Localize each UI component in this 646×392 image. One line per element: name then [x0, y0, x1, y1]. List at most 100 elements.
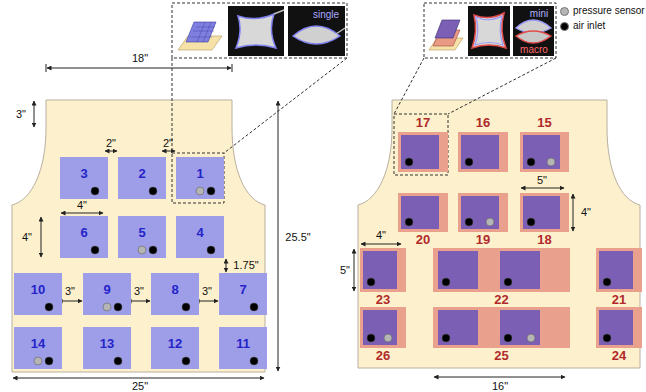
sensor-dot [250, 303, 258, 311]
sensor-dot [504, 278, 512, 286]
callout-number: 15 [520, 116, 569, 130]
sensor-dot [367, 334, 375, 342]
mini-bladder [438, 310, 478, 345]
callout-number: 26 [360, 349, 406, 363]
dimension-label: 18" [132, 52, 148, 64]
sensor-dot [504, 334, 512, 342]
callout-number: 23 [360, 293, 406, 307]
bladder-detail [458, 193, 504, 232]
sensor-dot [603, 334, 611, 342]
legend-swatch [560, 22, 569, 31]
dimension-label: 5" [340, 264, 350, 276]
callout-number: 8 [151, 283, 199, 297]
sensor-dot [207, 187, 215, 195]
macro-bladder: 15 [520, 132, 569, 172]
callout-number: 24 [596, 349, 642, 363]
single-bladder: 12 [151, 327, 199, 369]
callout-number: 7 [219, 283, 267, 297]
inset-single [172, 3, 347, 203]
callout-number: 22 [433, 293, 570, 307]
callout-number: 17 [398, 116, 448, 130]
mini-bladder [523, 196, 560, 229]
dimension-label: 4" [376, 229, 386, 241]
mini-bladder [500, 310, 540, 345]
sensor-dot [527, 218, 535, 226]
sensor-dot [405, 158, 413, 166]
bladder-detail [520, 132, 565, 172]
callout-number: 12 [151, 337, 199, 351]
dimension-label: 2" [106, 137, 116, 149]
dimension-label: 4" [22, 231, 32, 243]
single-bladder: 8 [151, 273, 199, 315]
macro-bladder: 19 [458, 193, 508, 232]
callout-number: 16 [458, 116, 508, 130]
dimension-label: 3" [16, 108, 26, 120]
mini-bladder [599, 251, 633, 289]
mini-bladder [461, 135, 499, 169]
sensor-dot [547, 158, 555, 166]
single-bladder: 7 [219, 273, 267, 315]
callout-number: 19 [458, 233, 508, 247]
macro-bladder: 26 [360, 307, 406, 348]
legend-text: air inlet [573, 20, 605, 32]
mini-bladder [500, 251, 540, 289]
dimension-label: 2" [163, 137, 173, 149]
macro-bladder: 18 [520, 193, 569, 232]
sensor-dot [603, 278, 611, 286]
callout-number: 10 [14, 283, 62, 297]
single-bladder: 6 [60, 216, 108, 258]
inset-label: mini [530, 8, 548, 20]
bladder-detail [398, 132, 444, 172]
sensor-dot [196, 187, 204, 195]
bladder-detail [398, 193, 444, 232]
mini-bladder [461, 196, 499, 229]
bladder-detail [360, 307, 402, 348]
callout-number: 6 [60, 226, 108, 240]
dimension-label: 3" [134, 285, 144, 297]
callout-number: 3 [60, 167, 108, 181]
bladder-detail [596, 307, 638, 348]
sensor-dot [384, 334, 392, 342]
callout-number: 13 [83, 337, 131, 351]
sensor-dot [250, 357, 258, 365]
dimension-label: 25.5" [285, 231, 310, 243]
macro-bladder: 22 [433, 248, 570, 292]
single-bladder: 2 [118, 157, 166, 199]
sensor-dot [103, 303, 111, 311]
dimension-label: 4" [77, 199, 87, 211]
sensor-dot [45, 303, 53, 311]
single-bladder: 11 [219, 327, 267, 369]
sensor-dot [442, 334, 450, 342]
bladder-detail [433, 307, 566, 348]
single-bladder: 1 [176, 157, 224, 199]
sensor-dot [465, 218, 473, 226]
callout-number: 25 [433, 349, 570, 363]
bladder-detail [596, 248, 638, 292]
mini-bladder [401, 135, 439, 169]
single-bladder: 9 [83, 273, 131, 315]
sensor-dot [149, 187, 157, 195]
macro-bladder: 23 [360, 248, 406, 292]
callout-number: 11 [219, 337, 267, 351]
dimension-label: 3" [202, 285, 212, 297]
sensor-dot [91, 187, 99, 195]
inset-label: single [313, 9, 339, 21]
macro-bladder: 17 [398, 132, 448, 172]
mini-bladder [438, 251, 478, 289]
callout-number: 1 [176, 167, 224, 181]
sensor-dot [149, 246, 157, 254]
sensor-dot [138, 246, 146, 254]
mini-bladder [599, 310, 633, 345]
sensor-dot [207, 246, 215, 254]
dimension-label: 5" [537, 174, 547, 186]
callout-number: 18 [520, 233, 569, 247]
sensor-dot [367, 278, 375, 286]
single-bladder: 10 [14, 273, 62, 315]
dimension-label: 1.75" [233, 259, 258, 271]
callout-number: 9 [83, 283, 131, 297]
callout-number: 20 [398, 233, 448, 247]
sensor-dot [465, 158, 473, 166]
bladder-detail [458, 132, 504, 172]
sensor-dot [182, 357, 190, 365]
legend-item: air inlet [560, 20, 605, 32]
